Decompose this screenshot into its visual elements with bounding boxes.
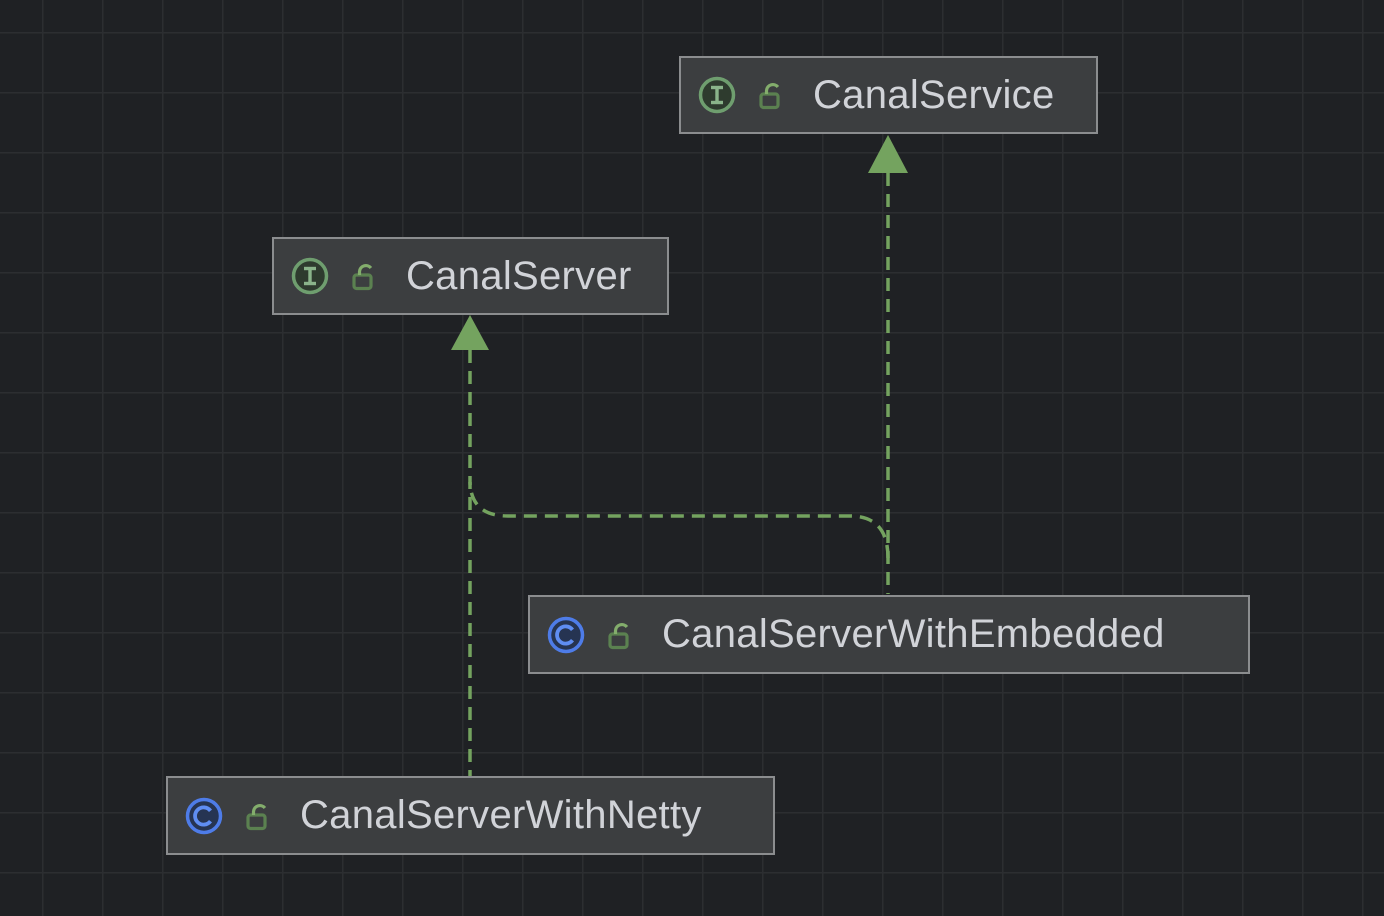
interface-icon [697, 75, 737, 115]
interface-icon [290, 256, 330, 296]
arrowhead-icon [868, 135, 908, 173]
uml-node-canalservice[interactable]: CanalService [679, 56, 1098, 134]
node-label: CanalService [813, 72, 1055, 117]
unlocked-icon [606, 619, 636, 651]
unlocked-icon [244, 800, 274, 832]
uml-node-canalserverwithnetty[interactable]: CanalServerWithNetty [166, 776, 775, 855]
arrowhead-icon [451, 315, 489, 350]
class-icon [546, 615, 586, 655]
uml-node-canalserver[interactable]: CanalServer [272, 237, 669, 315]
unlocked-icon [757, 79, 787, 111]
node-label: CanalServerWithEmbedded [662, 612, 1165, 656]
node-label: CanalServerWithNetty [300, 793, 702, 837]
node-label: CanalServer [406, 253, 632, 298]
unlocked-icon [350, 260, 380, 292]
edge-embedded-implements-server[interactable] [468, 481, 890, 559]
edge-netty-implements-server[interactable] [451, 315, 489, 776]
uml-node-canalserverwithembedded[interactable]: CanalServerWithEmbedded [528, 595, 1250, 674]
class-icon [184, 796, 224, 836]
edge-embedded-implements-service[interactable] [868, 135, 908, 594]
